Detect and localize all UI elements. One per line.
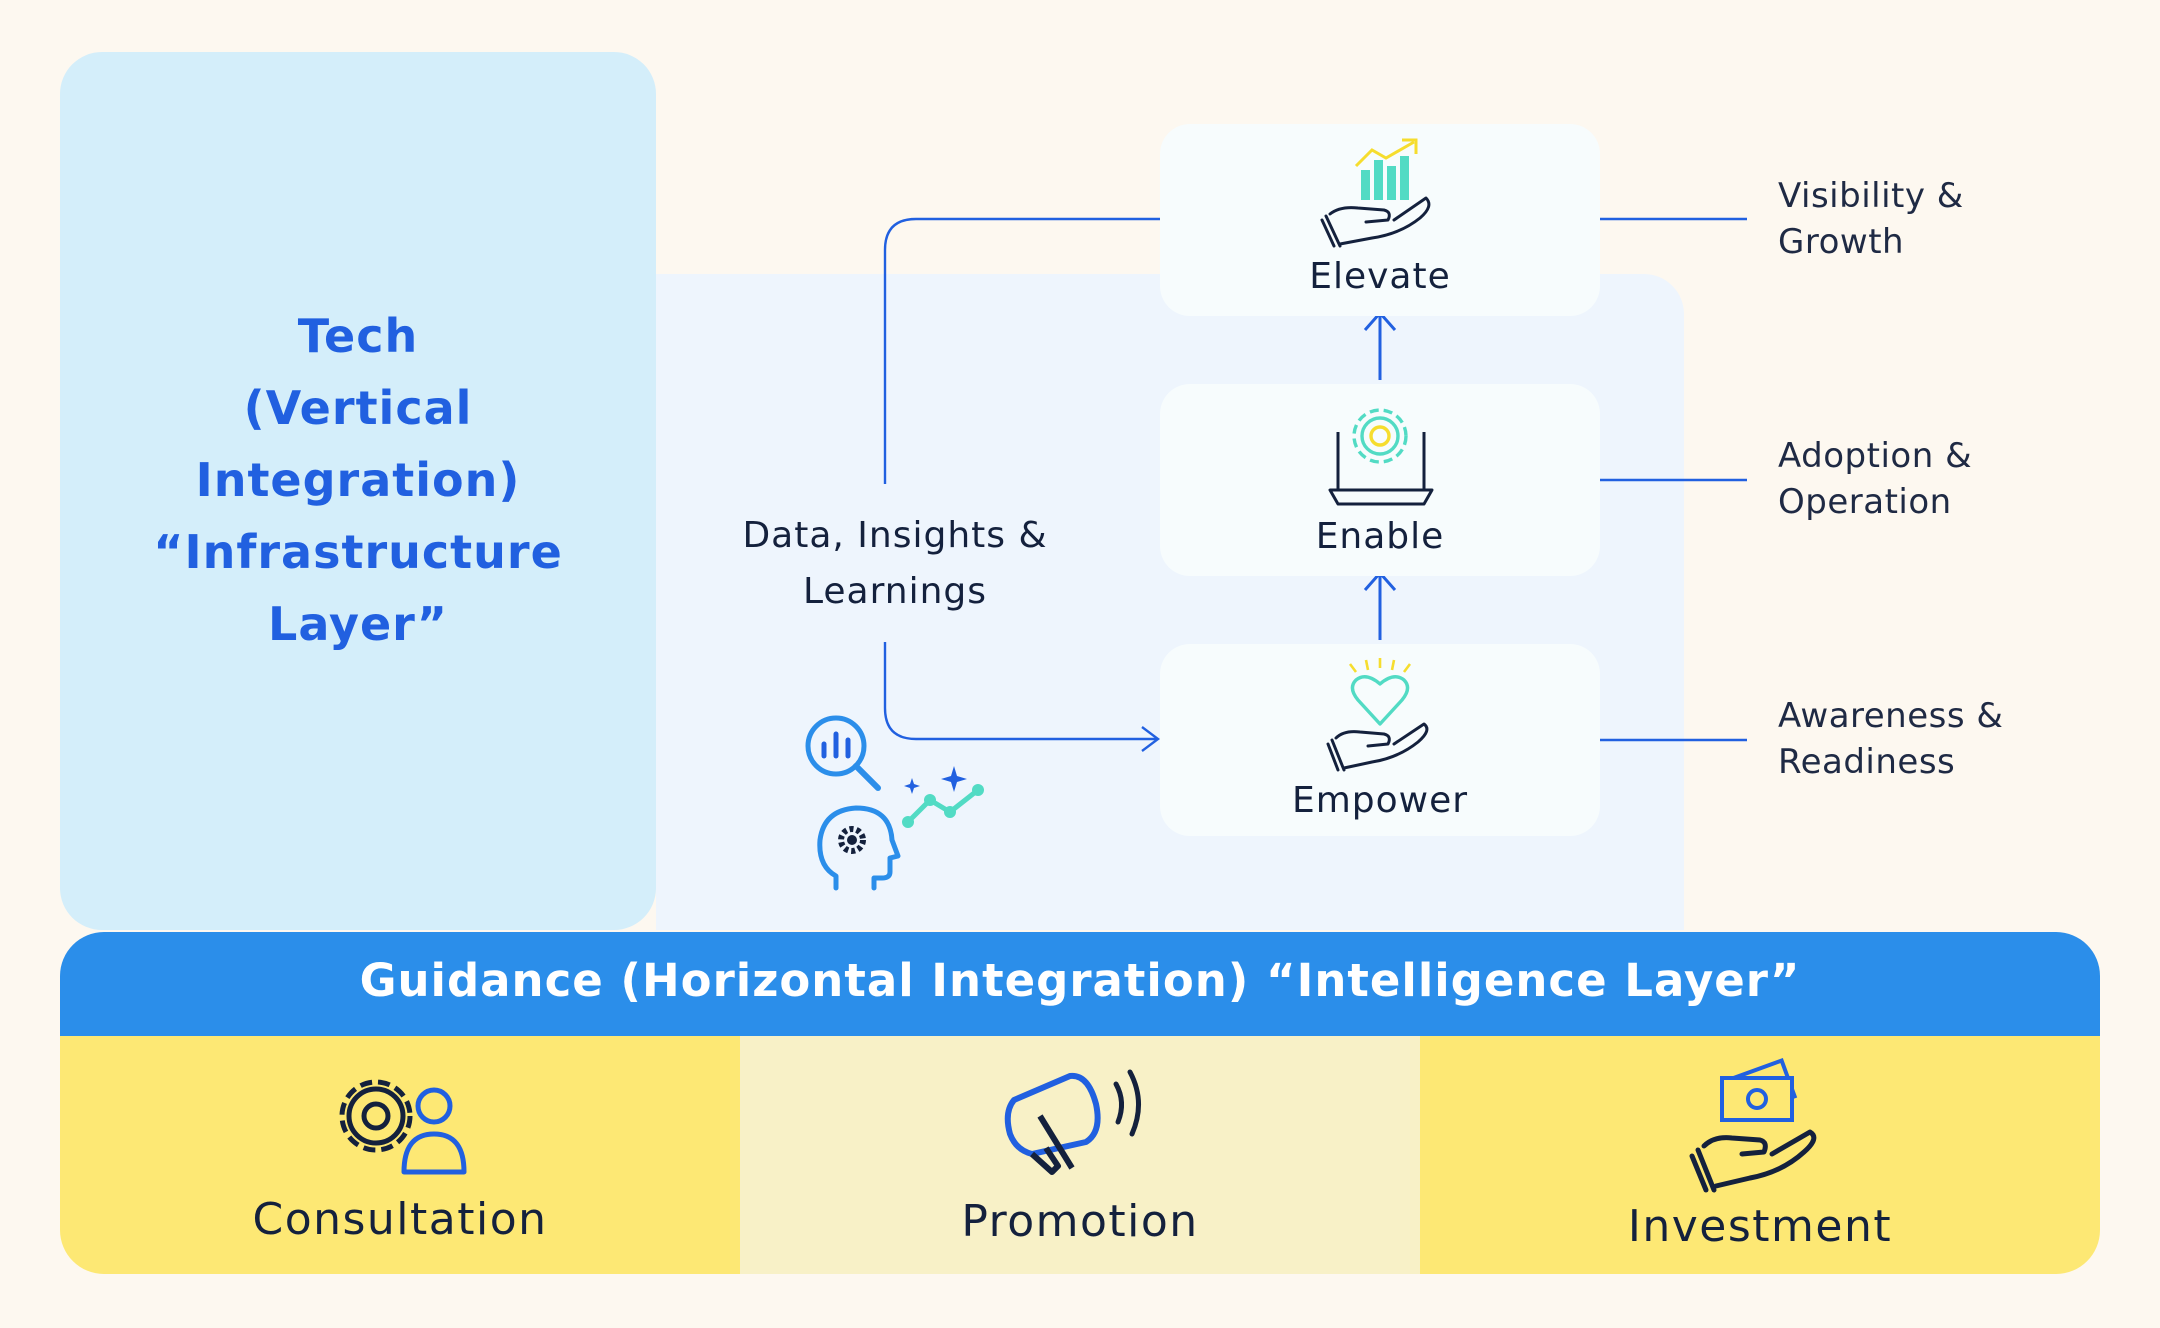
tech-title-line: (Vertical	[243, 381, 473, 435]
stage-label-empower: Empower	[1291, 780, 1469, 821]
outcome-enable: Adoption & Operation	[1778, 433, 1972, 525]
pillar-label-consultation: Consultation	[252, 1194, 548, 1245]
outcome-line: Growth	[1778, 222, 1905, 262]
stage-card-empower	[1160, 644, 1600, 836]
loop-arrowhead	[1141, 726, 1160, 752]
pillar-promotion: Promotion	[740, 1036, 1420, 1274]
tech-layer-title: Tech (Vertical Integration) “Infrastruct…	[60, 300, 656, 660]
pillar-investment: Investment	[1420, 1036, 2100, 1274]
outcome-line: Visibility &	[1778, 176, 1964, 216]
tech-layer-panel	[60, 52, 656, 930]
stage-card-enable	[1160, 384, 1600, 576]
stage-label-enable: Enable	[1315, 516, 1445, 557]
tech-title-line: Layer”	[268, 597, 448, 651]
outcome-elevate: Visibility & Growth	[1778, 173, 1964, 265]
guidance-layer-title: Guidance (Horizontal Integration) “Intel…	[359, 954, 1801, 1007]
outcome-line: Adoption &	[1778, 436, 1973, 476]
feedback-label-line: Data, Insights &	[742, 515, 1048, 556]
outcome-line: Operation	[1778, 482, 1952, 522]
pillar-label-investment: Investment	[1627, 1201, 1893, 1252]
gear-person-icon	[339, 1079, 467, 1175]
pillar-label-promotion: Promotion	[961, 1196, 1199, 1247]
stage-label-elevate: Elevate	[1309, 256, 1451, 297]
outcome-line: Readiness	[1778, 742, 1956, 782]
loop-connector-bottom	[883, 642, 1158, 741]
outcome-line: Awareness &	[1778, 696, 2004, 736]
tech-title-line: Tech	[297, 309, 419, 363]
loop-connector-top	[883, 217, 1160, 484]
tech-title-line: “Infrastructure	[153, 525, 563, 579]
guidance-layer-bar	[60, 932, 2100, 1038]
pillars-row: Consultation Promotion Investment	[60, 1036, 2100, 1274]
feedback-label-line: Learnings	[802, 571, 988, 612]
pillar-consultation: Consultation	[60, 1036, 740, 1274]
tech-title-line: Integration)	[195, 453, 521, 507]
hand-money-icon	[1689, 1057, 1817, 1193]
feedback-loop-label: Data, Insights & Learnings	[700, 508, 1090, 620]
outcome-empower: Awareness & Readiness	[1778, 693, 2003, 785]
megaphone-icon	[1004, 1069, 1142, 1175]
